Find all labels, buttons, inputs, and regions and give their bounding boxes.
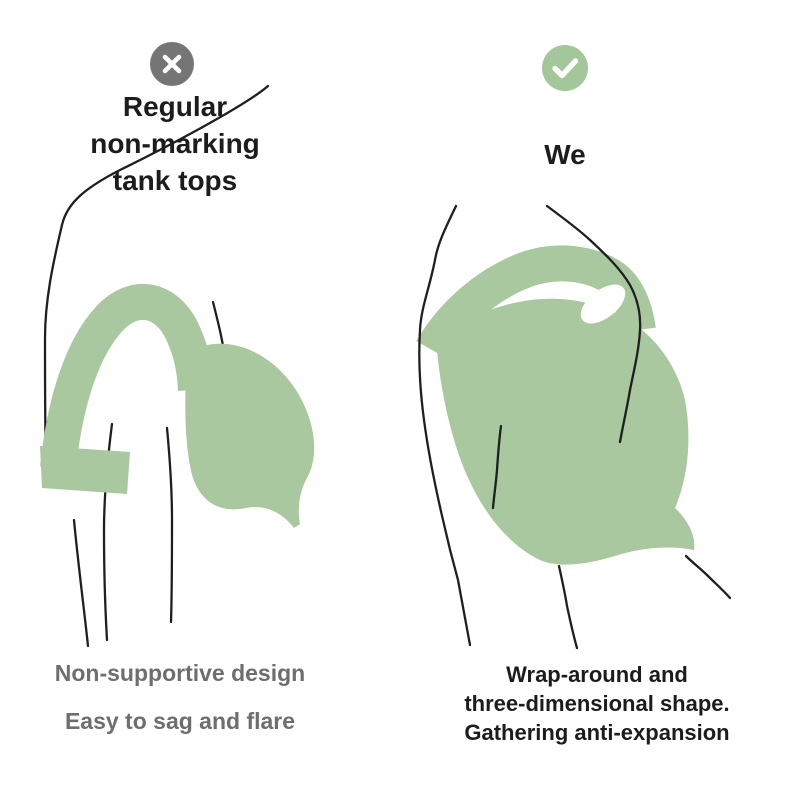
check-icon bbox=[542, 45, 588, 91]
right-garment-shape bbox=[416, 245, 695, 565]
arm-front-line bbox=[165, 426, 174, 624]
left-garment-shape bbox=[40, 284, 315, 528]
right-caption: Wrap-around and three-dimensional shape.… bbox=[432, 660, 762, 747]
right-figure-illustration bbox=[416, 204, 732, 650]
left-caption-1: Non-supportive design bbox=[54, 660, 306, 686]
cup-shape bbox=[436, 298, 695, 565]
left-figure-illustration bbox=[40, 84, 315, 648]
x-glyph bbox=[162, 54, 182, 74]
shoulder-strap-shape bbox=[40, 284, 214, 470]
right-body-outline bbox=[418, 204, 732, 650]
check-icon-graphic bbox=[542, 45, 588, 91]
x-icon-graphic bbox=[150, 42, 194, 86]
back-neck-line bbox=[43, 84, 270, 470]
left-title-line-1: Regular bbox=[122, 91, 228, 122]
right-caption-line-1: Wrap-around and bbox=[506, 662, 688, 687]
inner-arm-line bbox=[491, 424, 503, 510]
right-caption-line-2: three-dimensional shape. bbox=[464, 691, 730, 716]
hip-line bbox=[72, 518, 90, 648]
left-title-line-2: non-marking bbox=[90, 128, 260, 159]
back-neck-line bbox=[418, 204, 472, 647]
right-title: We bbox=[544, 139, 586, 170]
lower-right-line bbox=[684, 554, 732, 600]
shoulder-gap bbox=[580, 284, 626, 324]
torso-line bbox=[557, 564, 579, 650]
x-icon bbox=[150, 42, 194, 86]
shoulder-strap-shape bbox=[416, 245, 656, 360]
check-icon-circle bbox=[542, 45, 588, 91]
cup-shape bbox=[185, 343, 315, 528]
shoulder-arm-line bbox=[545, 204, 642, 444]
check-glyph bbox=[552, 58, 579, 79]
left-title: Regular non-marking tank tops bbox=[10, 88, 340, 199]
left-caption-2: Easy to sag and flare bbox=[64, 708, 296, 734]
right-caption-line-3: Gathering anti-expansion bbox=[464, 720, 730, 745]
left-title-line-3: tank tops bbox=[112, 165, 238, 196]
